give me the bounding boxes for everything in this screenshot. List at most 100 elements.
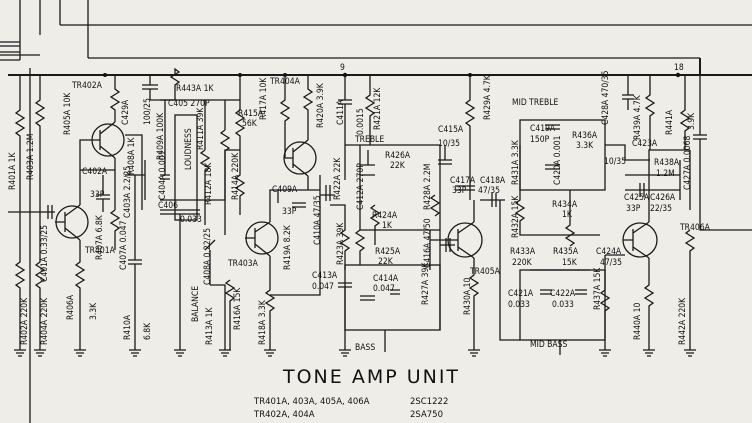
loudness-network — [160, 99, 240, 350]
c418a-value: 47/35 — [478, 186, 500, 196]
r435a-value: 15K — [562, 258, 578, 268]
r424a-name: R424A — [372, 211, 398, 221]
r403a-label: R403A 1.2M — [26, 134, 36, 180]
c429a-name: C429A — [121, 99, 131, 125]
c417a-name: C417A — [450, 176, 476, 186]
r415a-value: 56K — [242, 119, 258, 129]
r437a-label: R437A 15K — [593, 267, 603, 310]
r440a-label: R440A 10 — [633, 303, 643, 340]
c421a-value: 0.033 — [508, 300, 530, 310]
stage-2 — [204, 75, 352, 350]
c411a-value: 0.0015 — [356, 108, 366, 135]
note-1-type: 2SC1222 — [410, 397, 448, 407]
r404a-label: R404A 220K — [40, 297, 50, 345]
bass-label: BASS — [355, 343, 375, 353]
r425a-name: R425A — [375, 247, 401, 257]
tr402a-label: TR402A — [71, 81, 103, 91]
r428a-label: R428A 2.2M — [423, 164, 433, 210]
c421a-name: C421A — [508, 289, 534, 299]
r438a-name: R438A — [654, 158, 680, 168]
c413a-name: C413A — [312, 271, 338, 281]
node-18-label: 18 — [674, 63, 684, 73]
r436a-name: R436A — [572, 131, 598, 141]
c415a-value: 10/35 — [438, 139, 460, 149]
note-2-parts: TR402A, 404A — [253, 410, 315, 420]
c422a-value: 0.033 — [552, 300, 574, 310]
note-1-parts: TR401A, 403A, 405A, 406A — [253, 397, 370, 407]
c406-value: 0.033 — [180, 215, 202, 225]
r422a-label: R422A 22K — [333, 157, 343, 200]
treble-label: TREBLE — [354, 135, 384, 145]
r406a-value: 3.3K — [89, 302, 99, 320]
c426a-name: C426A — [650, 193, 676, 203]
transistor-notes: TR401A, 403A, 405A, 406A 2SC1222 TR402A,… — [253, 397, 448, 420]
r414a-label: R414A 220K — [231, 152, 241, 200]
r434a-value: 1K — [562, 210, 573, 220]
balance-label: BALANCE — [191, 286, 201, 322]
r441a-label: R441A — [665, 109, 675, 135]
stage-4 — [622, 75, 752, 350]
c414a-value: 0.047 — [373, 284, 395, 294]
c403a-label: C403A 2.2/25 — [123, 166, 133, 218]
c406-name: C406 — [158, 201, 178, 211]
c419a-value: 150P — [530, 135, 550, 145]
r416a-label: R416A 15K — [233, 287, 243, 330]
r434a-name: R434A — [552, 200, 578, 210]
r443a-label: R443A 1K — [176, 84, 214, 94]
tr401a-label: TR401A — [84, 246, 116, 256]
r424a-value: 1K — [382, 221, 393, 231]
node-labels: 9 18 — [340, 63, 684, 73]
part-labels-vertical: R401A 1K R403A 1.2M C401A 0.33/25 R402A … — [8, 70, 697, 345]
stage-3 — [429, 75, 520, 350]
r431a-label: R431A 3.3K — [511, 139, 521, 185]
r433a-name: R433A — [510, 247, 536, 257]
c419a-name: C419A — [530, 124, 556, 134]
c409a-value: 33P — [282, 207, 297, 217]
mid-treble-label: MID TREBLE — [512, 98, 558, 108]
r409a-label: R409A 100K — [156, 112, 166, 160]
r429a-label: R429A 4.7K — [483, 74, 493, 120]
c416a-label: C416A 47/50 — [423, 218, 433, 268]
r419a-label: R419A 8.2K — [283, 224, 293, 270]
c423a-name: C423A — [632, 139, 658, 149]
r430a-label: R430A 10 — [463, 278, 473, 315]
note-2-type: 2SA750 — [410, 410, 443, 420]
c427a-label: C427A 0.0068 — [683, 136, 693, 190]
r412a-label: R412A 18K — [204, 162, 214, 205]
r426a-name: R426A — [385, 151, 411, 161]
r415a-name: R415A — [238, 109, 264, 119]
schematic-title: TONE AMP UNIT — [282, 366, 460, 388]
c429a-value: 100/25 — [143, 98, 153, 125]
r410a-value: 6.8K — [143, 322, 153, 340]
mid-bass-label: MID BASS — [530, 340, 568, 350]
loudness-label: LOUDNESS — [184, 128, 194, 170]
r402a-label: R402A 220K — [20, 297, 30, 345]
c414a-name: C414A — [373, 274, 399, 284]
tr403a-label: TR403A — [227, 259, 259, 269]
c425a-name: C425A — [624, 193, 650, 203]
r418a-label: R418A 3.3K — [258, 299, 268, 345]
c402a-value: 33P — [90, 190, 105, 200]
r410a-label: R410A — [123, 314, 133, 340]
r435a-name: R435A — [553, 247, 579, 257]
c418a-name: C418A — [480, 176, 506, 186]
node-9-label: 9 — [340, 63, 345, 73]
r425a-value: 22K — [378, 257, 394, 267]
c417a-value: 33P — [452, 186, 467, 196]
r423a-label: R423A 39K — [336, 222, 346, 265]
c426a-value: 22/35 — [650, 204, 672, 214]
r433a-value: 220K — [512, 258, 533, 268]
r420a-label: R420A 3.9K — [316, 82, 326, 128]
r438a-value: 1.2M — [656, 169, 675, 179]
tr406a-label: TR406A — [679, 223, 711, 233]
r427a-label: R427A 39K — [421, 262, 431, 305]
r413a-label: R413A 1K — [205, 307, 215, 345]
grounds — [14, 349, 696, 357]
c407a-label: C407A 0.047 — [119, 220, 129, 270]
c415a-name: C415A — [438, 125, 464, 135]
r442a-label: R442A 220K — [678, 297, 688, 345]
r406a-label: R406A — [66, 294, 76, 320]
